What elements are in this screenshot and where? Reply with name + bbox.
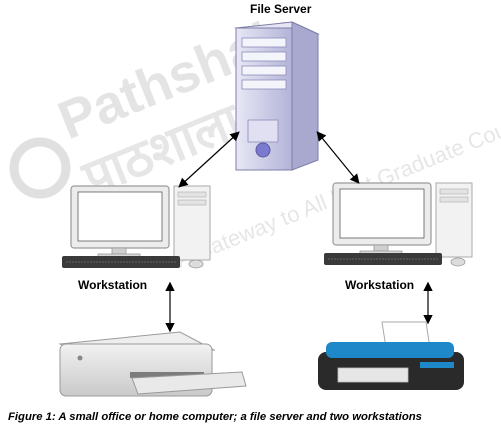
workstation-left-icon: [62, 185, 211, 269]
server-label: File Server: [250, 2, 312, 16]
watermark-logo-ring: [9, 137, 71, 199]
arrow-server-ws-left: [178, 131, 240, 188]
file-server-icon: [234, 21, 320, 171]
workstation-right-label: Workstation: [345, 278, 415, 292]
workstation-left-label: Workstation: [78, 278, 148, 292]
laser-printer-icon: [58, 331, 247, 397]
inkjet-printer-icon: [318, 321, 464, 390]
workstation-right-icon: [324, 182, 473, 267]
arrow-server-ws-right: [316, 131, 360, 184]
figure-caption: Figure 1: A small office or home compute…: [8, 411, 422, 423]
